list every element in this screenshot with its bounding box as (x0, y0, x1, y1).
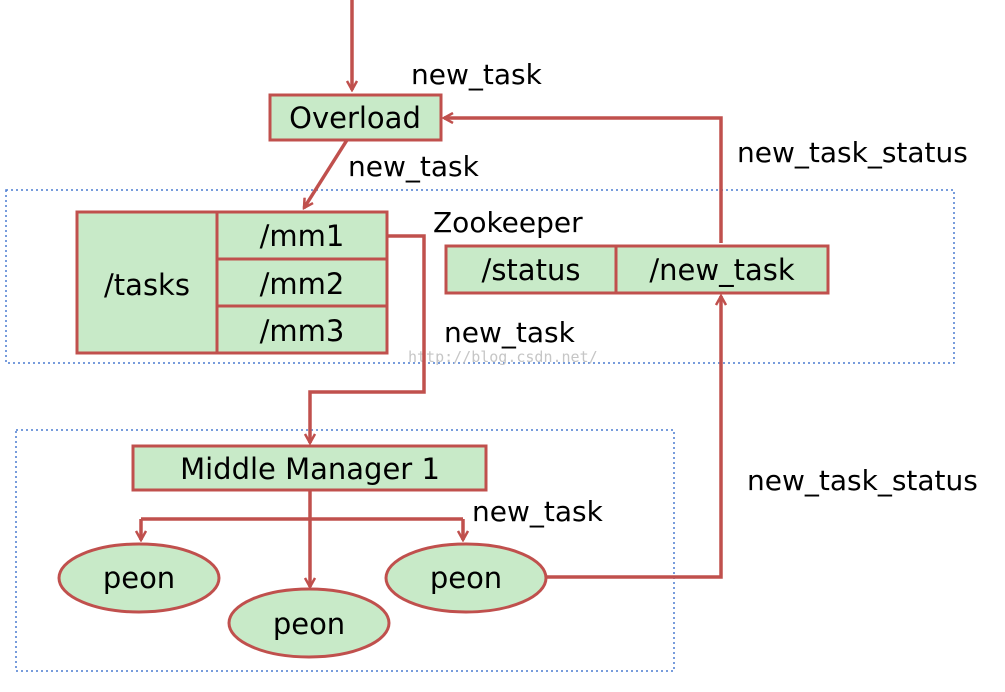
middle-manager-label: Middle Manager 1 (180, 452, 440, 486)
new-task-node (614, 244, 830, 295)
peon-to-status-label: new_task_status (747, 464, 978, 497)
new-task-status-top-label: new_task_status (737, 136, 968, 169)
mm1-node (215, 210, 389, 261)
overload-node (268, 93, 443, 142)
tasks-label: /tasks (104, 268, 190, 302)
peon-right-label: peon (430, 561, 502, 595)
incoming-new-task-label: new_task (411, 58, 543, 91)
peon-center-label: peon (273, 607, 345, 641)
peon-left-label: peon (103, 561, 175, 595)
middle-manager-to-peons-connector (141, 490, 463, 521)
tasks-node (75, 210, 219, 355)
peon-left-node (57, 542, 221, 614)
watermark: http://blog.csdn.net/ (408, 348, 598, 366)
overload-to-tasks-label: new_task (348, 150, 480, 183)
mm1-label: /mm1 (260, 219, 345, 253)
middle-manager-node (131, 444, 488, 492)
status-label: /status (482, 253, 581, 287)
manager-to-peon-label: new_task (472, 495, 604, 528)
mm2-label: /mm2 (260, 267, 345, 301)
new-task-status-return-arrow (444, 118, 723, 243)
status-node (444, 244, 618, 295)
overload-label: Overload (289, 101, 421, 135)
zookeeper-label: Zookeeper (433, 206, 583, 239)
peon-right-node (384, 542, 548, 614)
mm3-label: /mm3 (260, 314, 345, 348)
peon-center-node (227, 587, 391, 659)
new-task-label: /new_task (649, 253, 794, 287)
mm1-to-middle-manager-label: new_task (444, 316, 576, 349)
mm3-node (215, 304, 389, 355)
peon-to-new-task-status-arrow (545, 296, 721, 579)
zookeeper-region (5, 189, 955, 364)
overload-to-tasks-arrow (302, 139, 349, 208)
mm1-to-middle-manager-arrow (310, 234, 426, 443)
